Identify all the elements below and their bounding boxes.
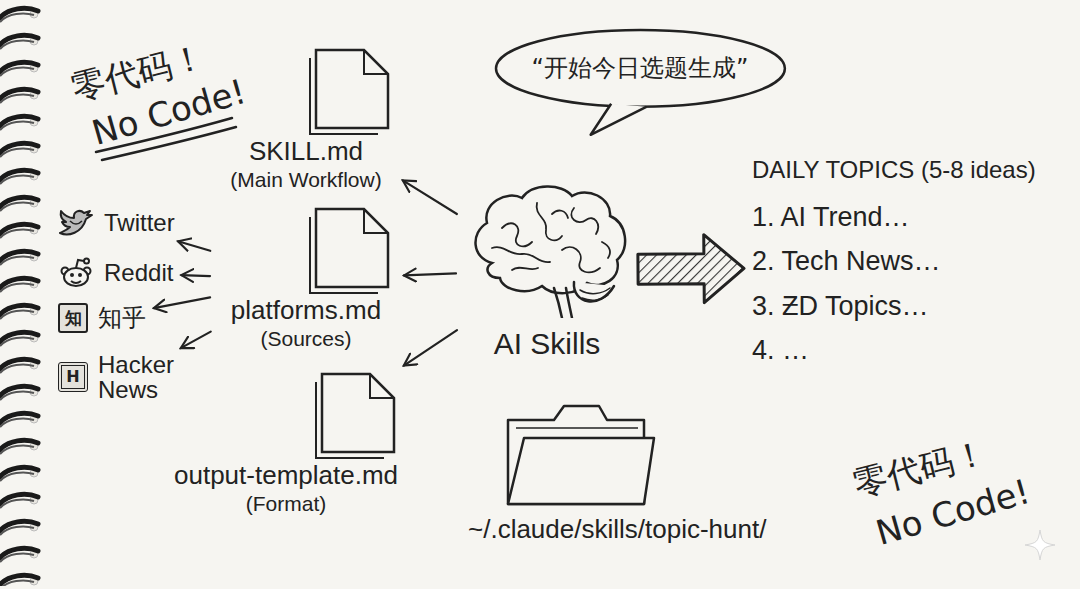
platform-name: Reddit [104, 259, 173, 288]
list-node: DAILY TOPICS (5-8 ideas) 1. AI Trend… 2. T… [752, 156, 1036, 378]
sparkle-watermark [1025, 530, 1055, 560]
platform-icon: H [58, 362, 88, 392]
brain-node: AI Skills [462, 178, 632, 362]
plat-node: Reddit [58, 256, 173, 290]
connector-arrow [181, 332, 211, 349]
folder-node: ~/.claude/skills/topic-hunt/ [468, 398, 766, 545]
plat-node: Twitter [58, 207, 175, 239]
platform-icon: 知 [58, 303, 88, 333]
connector-arrow [178, 241, 210, 251]
file-role: (Sources) [220, 326, 392, 351]
list-item: 1. AI Trend… [752, 201, 1036, 233]
list-heading: DAILY TOPICS (5-8 ideas) [752, 156, 1036, 185]
doc-node: platforms.md(Sources) [216, 205, 396, 353]
list-item: 4. … [752, 334, 1036, 366]
connector-arrow [154, 297, 210, 308]
connector-arrow [404, 330, 457, 365]
document-icon [308, 205, 392, 295]
file-role: (Main Workflow) [220, 167, 392, 192]
platform-name: Hacker News [98, 352, 198, 402]
connector-arrow [403, 180, 457, 214]
icon-letter: 知 [65, 310, 82, 327]
brain-label: AI Skills [462, 326, 632, 362]
doc-node: SKILL.md(Main Workflow) [216, 46, 396, 194]
folder-path: ~/.claude/skills/topic-hunt/ [468, 514, 766, 545]
file-name: output-template.md [174, 460, 398, 491]
folder-icon [504, 398, 656, 510]
connector-arrow [181, 274, 210, 277]
output-arrow [638, 235, 744, 303]
list-item: 2. Tech News… [752, 245, 1036, 277]
bubble-node: “开始今日选题生成” [494, 28, 787, 109]
plat-node: 知知乎 [58, 303, 146, 333]
file-name: SKILL.md [220, 136, 392, 167]
plat-node: H Hacker News [58, 352, 198, 402]
reddit-icon [58, 256, 94, 290]
speech-text: “开始今日选题生成” [532, 54, 749, 83]
spiral-binding [0, 4, 46, 586]
doc-node: output-template.md(Format) [170, 370, 402, 518]
platform-name: 知乎 [98, 304, 146, 333]
twitter-icon [58, 207, 94, 239]
connector-arrow [404, 273, 456, 275]
icon-letter: H [66, 369, 79, 385]
brain-illustration [462, 178, 632, 318]
file-role: (Format) [174, 491, 398, 516]
document-icon [314, 370, 398, 460]
platform-name: Twitter [104, 209, 175, 238]
list-item: 3. ƵD Topics… [752, 290, 1036, 322]
document-icon [308, 46, 392, 136]
file-name: platforms.md [220, 295, 392, 326]
